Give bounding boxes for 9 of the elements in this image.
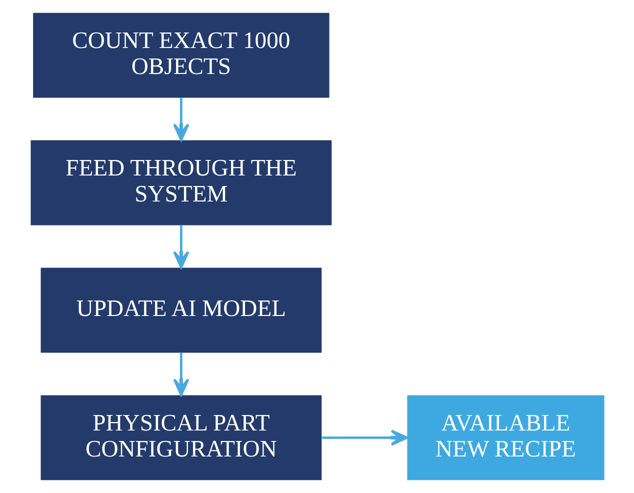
arrow [172, 98, 189, 142]
node-box: FEED THROUGH THE SYSTEM [30, 140, 332, 226]
node-box: PHYSICAL PART CONFIGURATION [40, 395, 322, 480]
arrow [172, 352, 189, 396]
arrow [321, 430, 408, 446]
node-box: COUNT EXACT 1000 OBJECTS [32, 12, 329, 98]
arrow [172, 225, 189, 269]
node-box: AVAILABLE NEW RECIPE [406, 395, 604, 480]
node-box: UPDATE AI MODEL [40, 268, 322, 353]
